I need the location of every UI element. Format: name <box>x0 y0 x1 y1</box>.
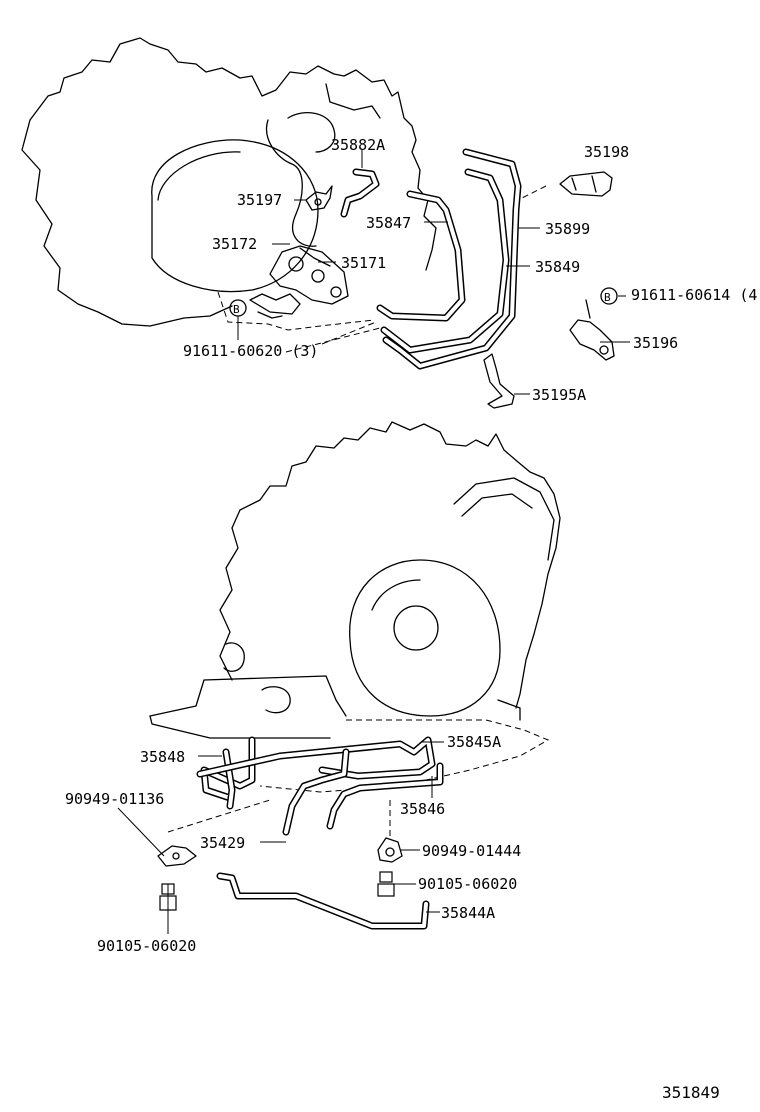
svg-text:B: B <box>604 291 611 304</box>
part-90949-01444-clamp <box>377 837 403 863</box>
label-35429: 35429 <box>200 834 245 852</box>
label-35171: 35171 <box>341 254 386 272</box>
label-35882A: 35882A <box>331 136 385 154</box>
part-90949-01136-clamp <box>157 845 197 867</box>
bolt-marker-91611-60614: B <box>600 287 618 305</box>
part-35196-bracket <box>569 299 615 361</box>
upper-transaxle-housing <box>21 37 437 331</box>
label-91611-60614: 91611-60614 (4) <box>631 286 760 304</box>
lower-leader-lines <box>117 741 444 934</box>
label-35899: 35899 <box>545 220 590 238</box>
label-35845A: 35845A <box>447 733 501 751</box>
svg-text:B: B <box>233 303 240 316</box>
part-90105-06020-bolt-left <box>159 883 177 911</box>
diagram-id: 351849 <box>662 1083 720 1102</box>
lower-pipe-set <box>196 736 444 930</box>
label-35172: 35172 <box>212 235 257 253</box>
label-35196: 35196 <box>633 334 678 352</box>
label-35198: 35198 <box>584 143 629 161</box>
part-35882A-pipe <box>340 168 380 218</box>
part-35171-bracket <box>269 245 349 305</box>
label-35847: 35847 <box>366 214 411 232</box>
label-90949-01136: 90949-01136 <box>65 790 164 808</box>
bolt-marker-91611-60620: B <box>229 299 247 317</box>
cooler-pipe-set <box>376 148 522 370</box>
label-90105-06020-right: 90105-06020 <box>418 875 517 893</box>
label-35197: 35197 <box>237 191 282 209</box>
part-35197-clip <box>305 185 333 211</box>
label-91611-60620: 91611-60620 (3) <box>183 342 318 360</box>
part-90105-06020-bolt-right <box>377 871 395 897</box>
part-labels: 35882A 35198 35197 35847 35899 35172 351… <box>65 136 760 1102</box>
part-35198-bracket <box>559 171 613 197</box>
part-35195A-bracket <box>483 353 515 409</box>
label-35848: 35848 <box>140 748 185 766</box>
label-90949-01444: 90949-01444 <box>422 842 521 860</box>
label-35844A: 35844A <box>441 904 495 922</box>
label-35846: 35846 <box>400 800 445 818</box>
label-90105-06020-left: 90105-06020 <box>97 937 196 955</box>
upper-leader-lines <box>237 150 630 395</box>
label-35195A: 35195A <box>532 386 586 404</box>
label-35849: 35849 <box>535 258 580 276</box>
